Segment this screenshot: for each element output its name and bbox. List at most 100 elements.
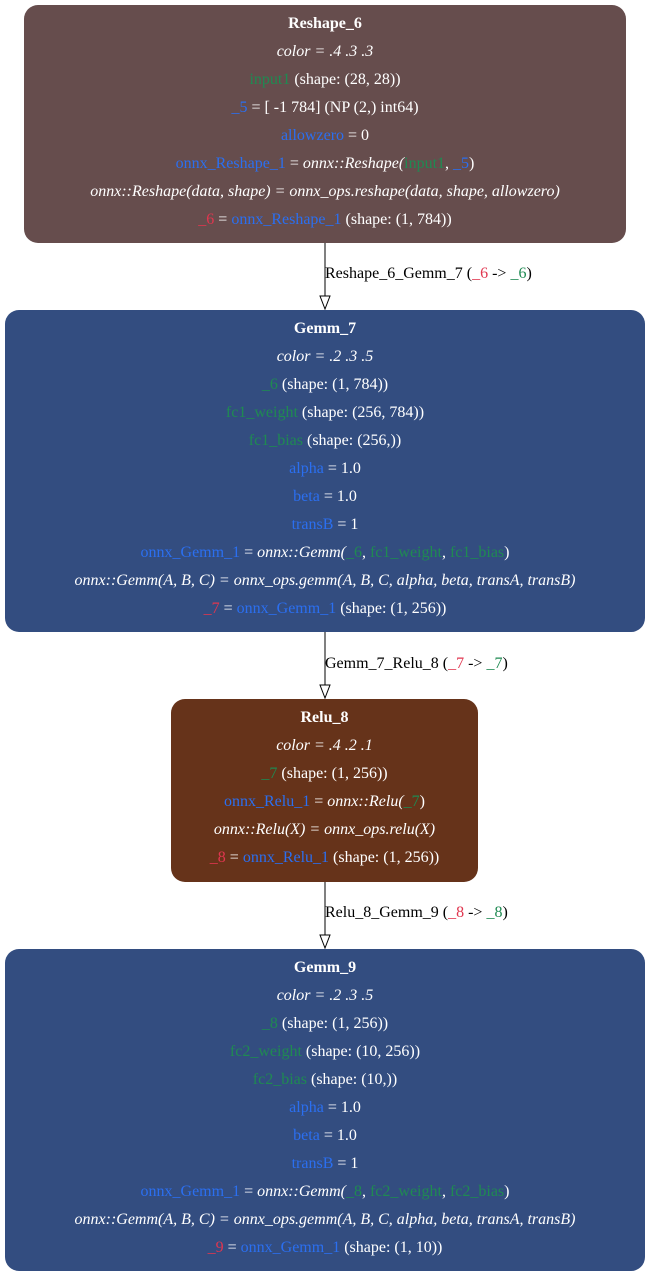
node-gemm-7[interactable]: Gemm_7 color = .2 .3 .5 _6 (shape: (1, 7… xyxy=(5,310,645,632)
node-line: _6 = onnx_Reshape_1 (shape: (1, 784)) xyxy=(24,206,626,234)
line-text: onnx::Gemm(A, B, C) = onnx_ops.gemm(A, B… xyxy=(74,572,576,589)
line-text: , xyxy=(361,544,370,561)
line-text: = 1.0 xyxy=(323,1099,361,1116)
node-relu-8[interactable]: Relu_8 color = .4 .2 .1 _7 (shape: (1, 2… xyxy=(171,699,478,882)
node-gemm-9[interactable]: Gemm_9 color = .2 .3 .5 _8 (shape: (1, 2… xyxy=(5,949,645,1271)
edge-dst-var: _8 xyxy=(486,904,503,921)
node-color-label: color = .4 .3 .3 xyxy=(276,43,374,60)
input-var: fc1_bias xyxy=(449,544,505,561)
node-line: input1 (shape: (28, 28)) xyxy=(24,66,626,94)
node-line: transB = 1 xyxy=(5,511,645,539)
node-line: onnx_Reshape_1 = onnx::Reshape(input1, _… xyxy=(24,150,626,178)
line-text: = xyxy=(214,211,232,228)
param-var: alpha xyxy=(289,1099,324,1116)
edge-label: Relu_8_Gemm_9 (_8 -> _8) xyxy=(325,904,508,921)
line-text: onnx::Gemm( xyxy=(257,544,346,561)
param-var: onnx_Relu_1 xyxy=(242,849,330,866)
input-var: _8 xyxy=(261,1015,278,1032)
line-text: (shape: (10, 256)) xyxy=(301,1043,421,1060)
input-var: fc1_weight xyxy=(369,544,442,561)
line-text: ) xyxy=(469,155,475,172)
node-line: _9 = onnx_Gemm_1 (shape: (1, 10)) xyxy=(5,1234,645,1262)
param-var: onnx_Reshape_1 xyxy=(175,155,286,172)
node-line: _7 (shape: (1, 256)) xyxy=(171,760,478,788)
line-text: = xyxy=(223,1239,241,1256)
line-text: (shape: (256, 784)) xyxy=(297,404,425,421)
node-line: onnx_Relu_1 = onnx::Relu(_7) xyxy=(171,788,478,816)
edge-name: Reshape_6_Gemm_7 xyxy=(325,265,463,282)
line-text: = xyxy=(310,793,328,810)
input-var: fc1_weight xyxy=(225,404,298,421)
node-lines: _7 (shape: (1, 256))onnx_Relu_1 = onnx::… xyxy=(171,760,478,872)
line-text: = 0 xyxy=(344,127,370,144)
node-line: onnx::Reshape(data, shape) = onnx_ops.re… xyxy=(24,178,626,206)
edge-dst-var: _6 xyxy=(510,265,527,282)
line-text: = [ -1 784] (NP (2,) int64) xyxy=(247,99,419,116)
param-var: onnx_Relu_1 xyxy=(224,793,311,810)
node-color-label: color = .2 .3 .5 xyxy=(276,348,374,365)
output-var: _8 xyxy=(209,849,226,866)
line-text: , xyxy=(441,544,450,561)
node-reshape-6[interactable]: Reshape_6 color = .4 .3 .3 input1 (shape… xyxy=(24,5,626,243)
node-line: allowzero = 0 xyxy=(24,122,626,150)
input-var: _7 xyxy=(261,765,278,782)
node-line: onnx_Gemm_1 = onnx::Gemm(_8, fc2_weight,… xyxy=(5,1178,645,1206)
node-line: _8 (shape: (1, 256)) xyxy=(5,1010,645,1038)
line-text: = 1.0 xyxy=(319,488,357,505)
line-text: (shape: (1, 10)) xyxy=(340,1239,443,1256)
node-title: Reshape_6 xyxy=(288,15,362,32)
line-text: onnx::Reshape(data, shape) = onnx_ops.re… xyxy=(90,183,560,200)
node-title: Gemm_7 xyxy=(293,320,357,337)
line-text: ) xyxy=(504,544,510,561)
node-lines: _6 (shape: (1, 784))fc1_weight (shape: (… xyxy=(5,371,645,623)
input-var: _7 xyxy=(403,793,420,810)
node-line: _5 = [ -1 784] (NP (2,) int64) xyxy=(24,94,626,122)
edge-src-var: _8 xyxy=(448,904,465,921)
param-var: beta xyxy=(293,1127,320,1144)
input-var: fc2_bias xyxy=(252,1071,307,1088)
line-text: = xyxy=(240,544,258,561)
line-text: , xyxy=(445,155,454,172)
line-text: onnx::Gemm(A, B, C) = onnx_ops.gemm(A, B… xyxy=(74,1211,576,1228)
node-lines: _8 (shape: (1, 256))fc2_weight (shape: (… xyxy=(5,1010,645,1262)
edge-label: Reshape_6_Gemm_7 (_6 -> _6) xyxy=(325,265,532,282)
node-title: Relu_8 xyxy=(300,709,349,726)
line-text: = 1.0 xyxy=(319,1127,357,1144)
line-text: ) xyxy=(504,1183,510,1200)
node-lines: input1 (shape: (28, 28))_5 = [ -1 784] (… xyxy=(24,66,626,234)
line-text: = xyxy=(240,1183,258,1200)
line-text: = 1 xyxy=(333,1155,359,1172)
node-color-label: color = .4 .2 .1 xyxy=(276,737,373,754)
node-line: beta = 1.0 xyxy=(5,1122,645,1150)
line-text: (shape: (256,)) xyxy=(303,432,402,449)
edge-label: Gemm_7_Relu_8 (_7 -> _7) xyxy=(325,655,508,672)
node-line: alpha = 1.0 xyxy=(5,1094,645,1122)
node-line: fc1_weight (shape: (256, 784)) xyxy=(5,399,645,427)
param-var: onnx_Reshape_1 xyxy=(231,211,342,228)
node-line: onnx::Gemm(A, B, C) = onnx_ops.gemm(A, B… xyxy=(5,567,645,595)
line-text: (shape: (1, 784)) xyxy=(277,376,389,393)
node-line: _6 (shape: (1, 784)) xyxy=(5,371,645,399)
param-var: _5 xyxy=(453,155,470,172)
input-var: input1 xyxy=(404,155,446,172)
node-line: _8 = onnx_Relu_1 (shape: (1, 256)) xyxy=(171,844,478,872)
line-text: ) xyxy=(419,793,425,810)
input-var: _6 xyxy=(345,544,362,561)
node-color-label: color = .2 .3 .5 xyxy=(276,987,374,1004)
line-text: (shape: (1, 256)) xyxy=(277,1015,389,1032)
node-line: beta = 1.0 xyxy=(5,483,645,511)
edge-dst-var: _7 xyxy=(486,655,503,672)
line-text: (shape: (1, 256)) xyxy=(336,600,447,617)
line-text: onnx::Gemm( xyxy=(257,1183,346,1200)
line-text: , xyxy=(441,1183,450,1200)
node-line: fc2_weight (shape: (10, 256)) xyxy=(5,1038,645,1066)
output-var: _9 xyxy=(207,1239,224,1256)
node-line: transB = 1 xyxy=(5,1150,645,1178)
node-line: onnx_Gemm_1 = onnx::Gemm(_6, fc1_weight,… xyxy=(5,539,645,567)
output-var: _6 xyxy=(198,211,215,228)
line-text: onnx::Relu( xyxy=(327,793,404,810)
input-var: fc2_bias xyxy=(449,1183,505,1200)
line-text: onnx::Relu(X) = onnx_ops.relu(X) xyxy=(213,821,436,838)
edge-name: Relu_8_Gemm_9 xyxy=(325,904,439,921)
